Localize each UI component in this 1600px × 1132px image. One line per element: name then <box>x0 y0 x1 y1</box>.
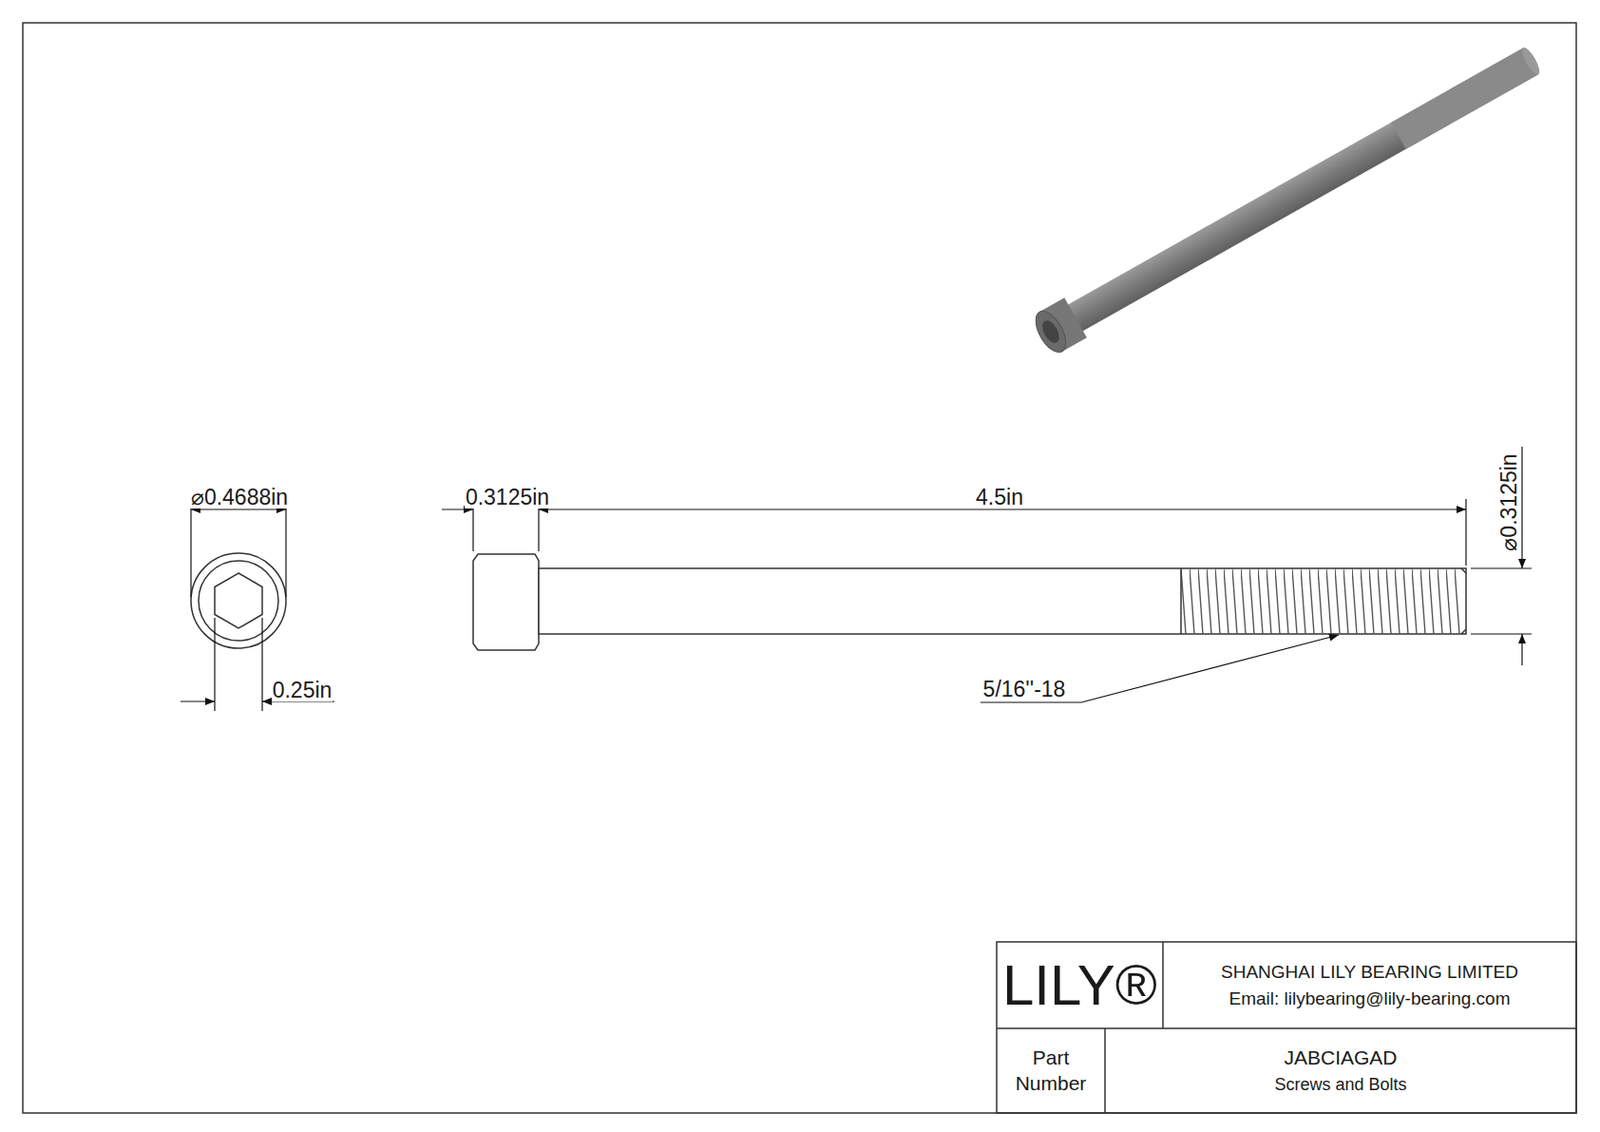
dimension-text: ⌀0.4688in <box>190 486 289 509</box>
part-number-heading: Part Number <box>996 1028 1105 1113</box>
cell-text: Email: lilybearing@lily-bearing.com <box>1229 988 1511 1010</box>
cell-heading: LILY® <box>1002 952 1158 1018</box>
company-cell: SHANGHAI LILY BEARING LIMITED Email: lily… <box>1162 941 1577 1029</box>
dimension-text: 0.25in <box>271 679 334 702</box>
dimension-text: 4.5in <box>974 486 1025 509</box>
logo-cell: LILY® <box>996 941 1163 1029</box>
bolt-3d-view <box>1029 38 1547 358</box>
cell-text: Screws and Bolts <box>1274 1074 1407 1095</box>
side-view <box>473 553 1467 650</box>
title-block <box>996 941 1577 1113</box>
end-view <box>190 552 286 648</box>
dimension-lines <box>180 446 1532 711</box>
frame <box>22 22 1577 1113</box>
thread-callout: 5/16''-18 <box>982 678 1067 701</box>
dimension-text: 0.3125in <box>464 486 551 509</box>
cell-heading: SHANGHAI LILY BEARING LIMITED <box>1220 961 1519 983</box>
cell-heading: Part Number <box>1012 1045 1089 1096</box>
part-number-cell: JABCIAGAD Screws and Bolts <box>1104 1028 1577 1113</box>
cell-heading: JABCIAGAD <box>1283 1046 1397 1069</box>
dimension-text: ⌀0.3125in <box>1498 452 1521 552</box>
